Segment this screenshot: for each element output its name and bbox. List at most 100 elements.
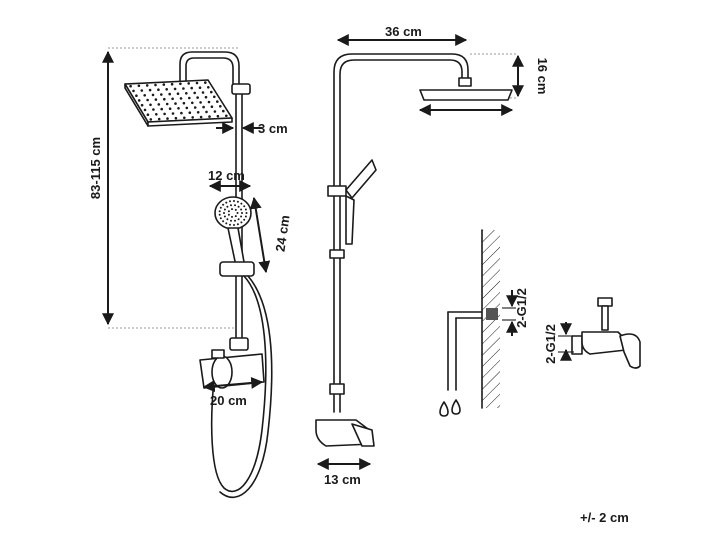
nozzle-dot: [154, 98, 158, 101]
hand-nozzle-dot: [225, 222, 228, 225]
nozzle-dot: [187, 82, 190, 85]
nozzle-dot: [137, 84, 141, 88]
nozzle-dot: [163, 97, 166, 101]
mixer-width-dimension: [202, 376, 264, 393]
hand-nozzle-dot: [236, 200, 239, 203]
side-slide-stop: [329, 249, 345, 259]
nozzle-dot: [193, 91, 196, 95]
front-view: 83-115 cm 3 cm 12 cm 24 cm: [88, 47, 293, 498]
shower-arm: [179, 51, 240, 91]
nozzle-dot: [165, 102, 169, 106]
thread-top-label: 2-G1/2: [514, 288, 529, 328]
hand-nozzle-dot: [234, 208, 237, 211]
valve-body: [581, 331, 627, 355]
hand-nozzle-dot: [230, 204, 232, 207]
nozzle-dot: [216, 114, 220, 118]
nozzle-dot: [179, 97, 183, 100]
side-hand-handle: [345, 195, 355, 245]
hand-nozzle-dot: [223, 208, 226, 211]
nozzle-dot: [132, 89, 135, 93]
nozzle-dot: [146, 98, 149, 102]
side-riser-inner: [339, 59, 463, 413]
hand-nozzle-dot: [233, 224, 235, 226]
side-view: 36 cm 16 cm 13 cm: [315, 24, 550, 487]
nozzle-dot: [143, 94, 146, 97]
nozzle-dot: [166, 117, 169, 120]
nozzle-dot: [213, 95, 216, 99]
hand-nozzle-dot: [218, 210, 221, 213]
hand-nozzle-dot: [243, 205, 246, 208]
nozzle-dot: [154, 83, 157, 87]
nozzle-dot: [188, 96, 191, 100]
nozzle-dot: [195, 81, 199, 85]
hand-nozzle-dot: [218, 213, 221, 216]
side-lower-bracket: [329, 383, 345, 395]
nozzle-dot: [205, 110, 208, 114]
nozzle-dot: [207, 86, 210, 89]
arm-offset-label: 3 cm: [258, 121, 288, 136]
wall-detail: 2-G1/2 2-G1/2: [439, 229, 641, 417]
hand-nozzle-dot: [240, 215, 243, 218]
nozzle-dot: [163, 112, 166, 116]
nozzle-dot: [176, 92, 180, 95]
nozzle-dot: [188, 111, 192, 114]
nozzle-dot: [219, 105, 222, 108]
hand-nozzle-dot: [244, 208, 247, 211]
hand-shower-nozzles: [218, 200, 248, 226]
side-rain-head: [419, 89, 513, 101]
hand-nozzle-dot: [219, 206, 222, 209]
nozzle-dot: [210, 90, 213, 94]
hand-nozzle-dot: [240, 202, 243, 205]
water-drop-left: [439, 401, 449, 417]
nozzle-dot: [129, 84, 132, 88]
nozzle-dot: [210, 105, 214, 108]
nozzle-dot: [196, 111, 200, 114]
nozzle-dot: [168, 107, 172, 110]
nozzle-dot: [191, 101, 194, 105]
valve-lever: [619, 333, 641, 369]
nozzle-dot: [185, 106, 189, 110]
nozzle-dot: [193, 106, 197, 109]
nozzle-dot: [180, 111, 183, 115]
nozzle-dot: [182, 101, 186, 105]
nozzle-dot: [171, 112, 175, 115]
slide-holder: [219, 261, 255, 277]
hand-nozzle-dot: [236, 223, 239, 226]
nozzle-dot: [151, 93, 155, 97]
valve-top-nut: [597, 297, 613, 307]
nozzle-dot: [170, 82, 174, 86]
hand-nozzle-dot: [230, 219, 232, 222]
nozzle-dot: [162, 83, 166, 86]
side-mixer-lever: [351, 423, 375, 447]
hand-nozzle-dot: [231, 208, 233, 211]
hand-width-label: 12 cm: [208, 168, 245, 183]
nozzle-dot: [183, 116, 186, 120]
nozzle-dot: [196, 96, 199, 99]
nozzle-dot: [160, 93, 163, 96]
nozzle-dot: [155, 113, 158, 116]
hand-nozzle-dot: [226, 218, 229, 221]
nozzle-dot: [202, 105, 205, 109]
nozzle-dot: [149, 118, 153, 121]
nozzle-dot: [146, 113, 150, 116]
mixer-width-label: 20 cm: [210, 393, 247, 408]
hand-nozzle-dot: [243, 218, 246, 221]
diverter: [229, 337, 249, 351]
nozzle-dot: [148, 88, 152, 92]
nozzle-dot: [157, 103, 161, 106]
hand-nozzle-dot: [231, 215, 233, 218]
nozzle-dot: [185, 92, 188, 95]
mixer-outlet: [211, 349, 225, 359]
nozzle-dot: [137, 99, 141, 102]
thread-bottom-label: 2-G1/2: [543, 324, 558, 364]
nozzle-dot: [207, 100, 211, 104]
hand-nozzle-dot: [245, 212, 248, 214]
hand-nozzle-dot: [233, 200, 235, 202]
nozzle-dot: [198, 86, 202, 89]
hand-nozzle-dot: [223, 212, 225, 214]
nozzle-dot: [174, 116, 178, 120]
nozzle-dot: [191, 116, 194, 119]
nozzle-dot: [201, 91, 205, 94]
